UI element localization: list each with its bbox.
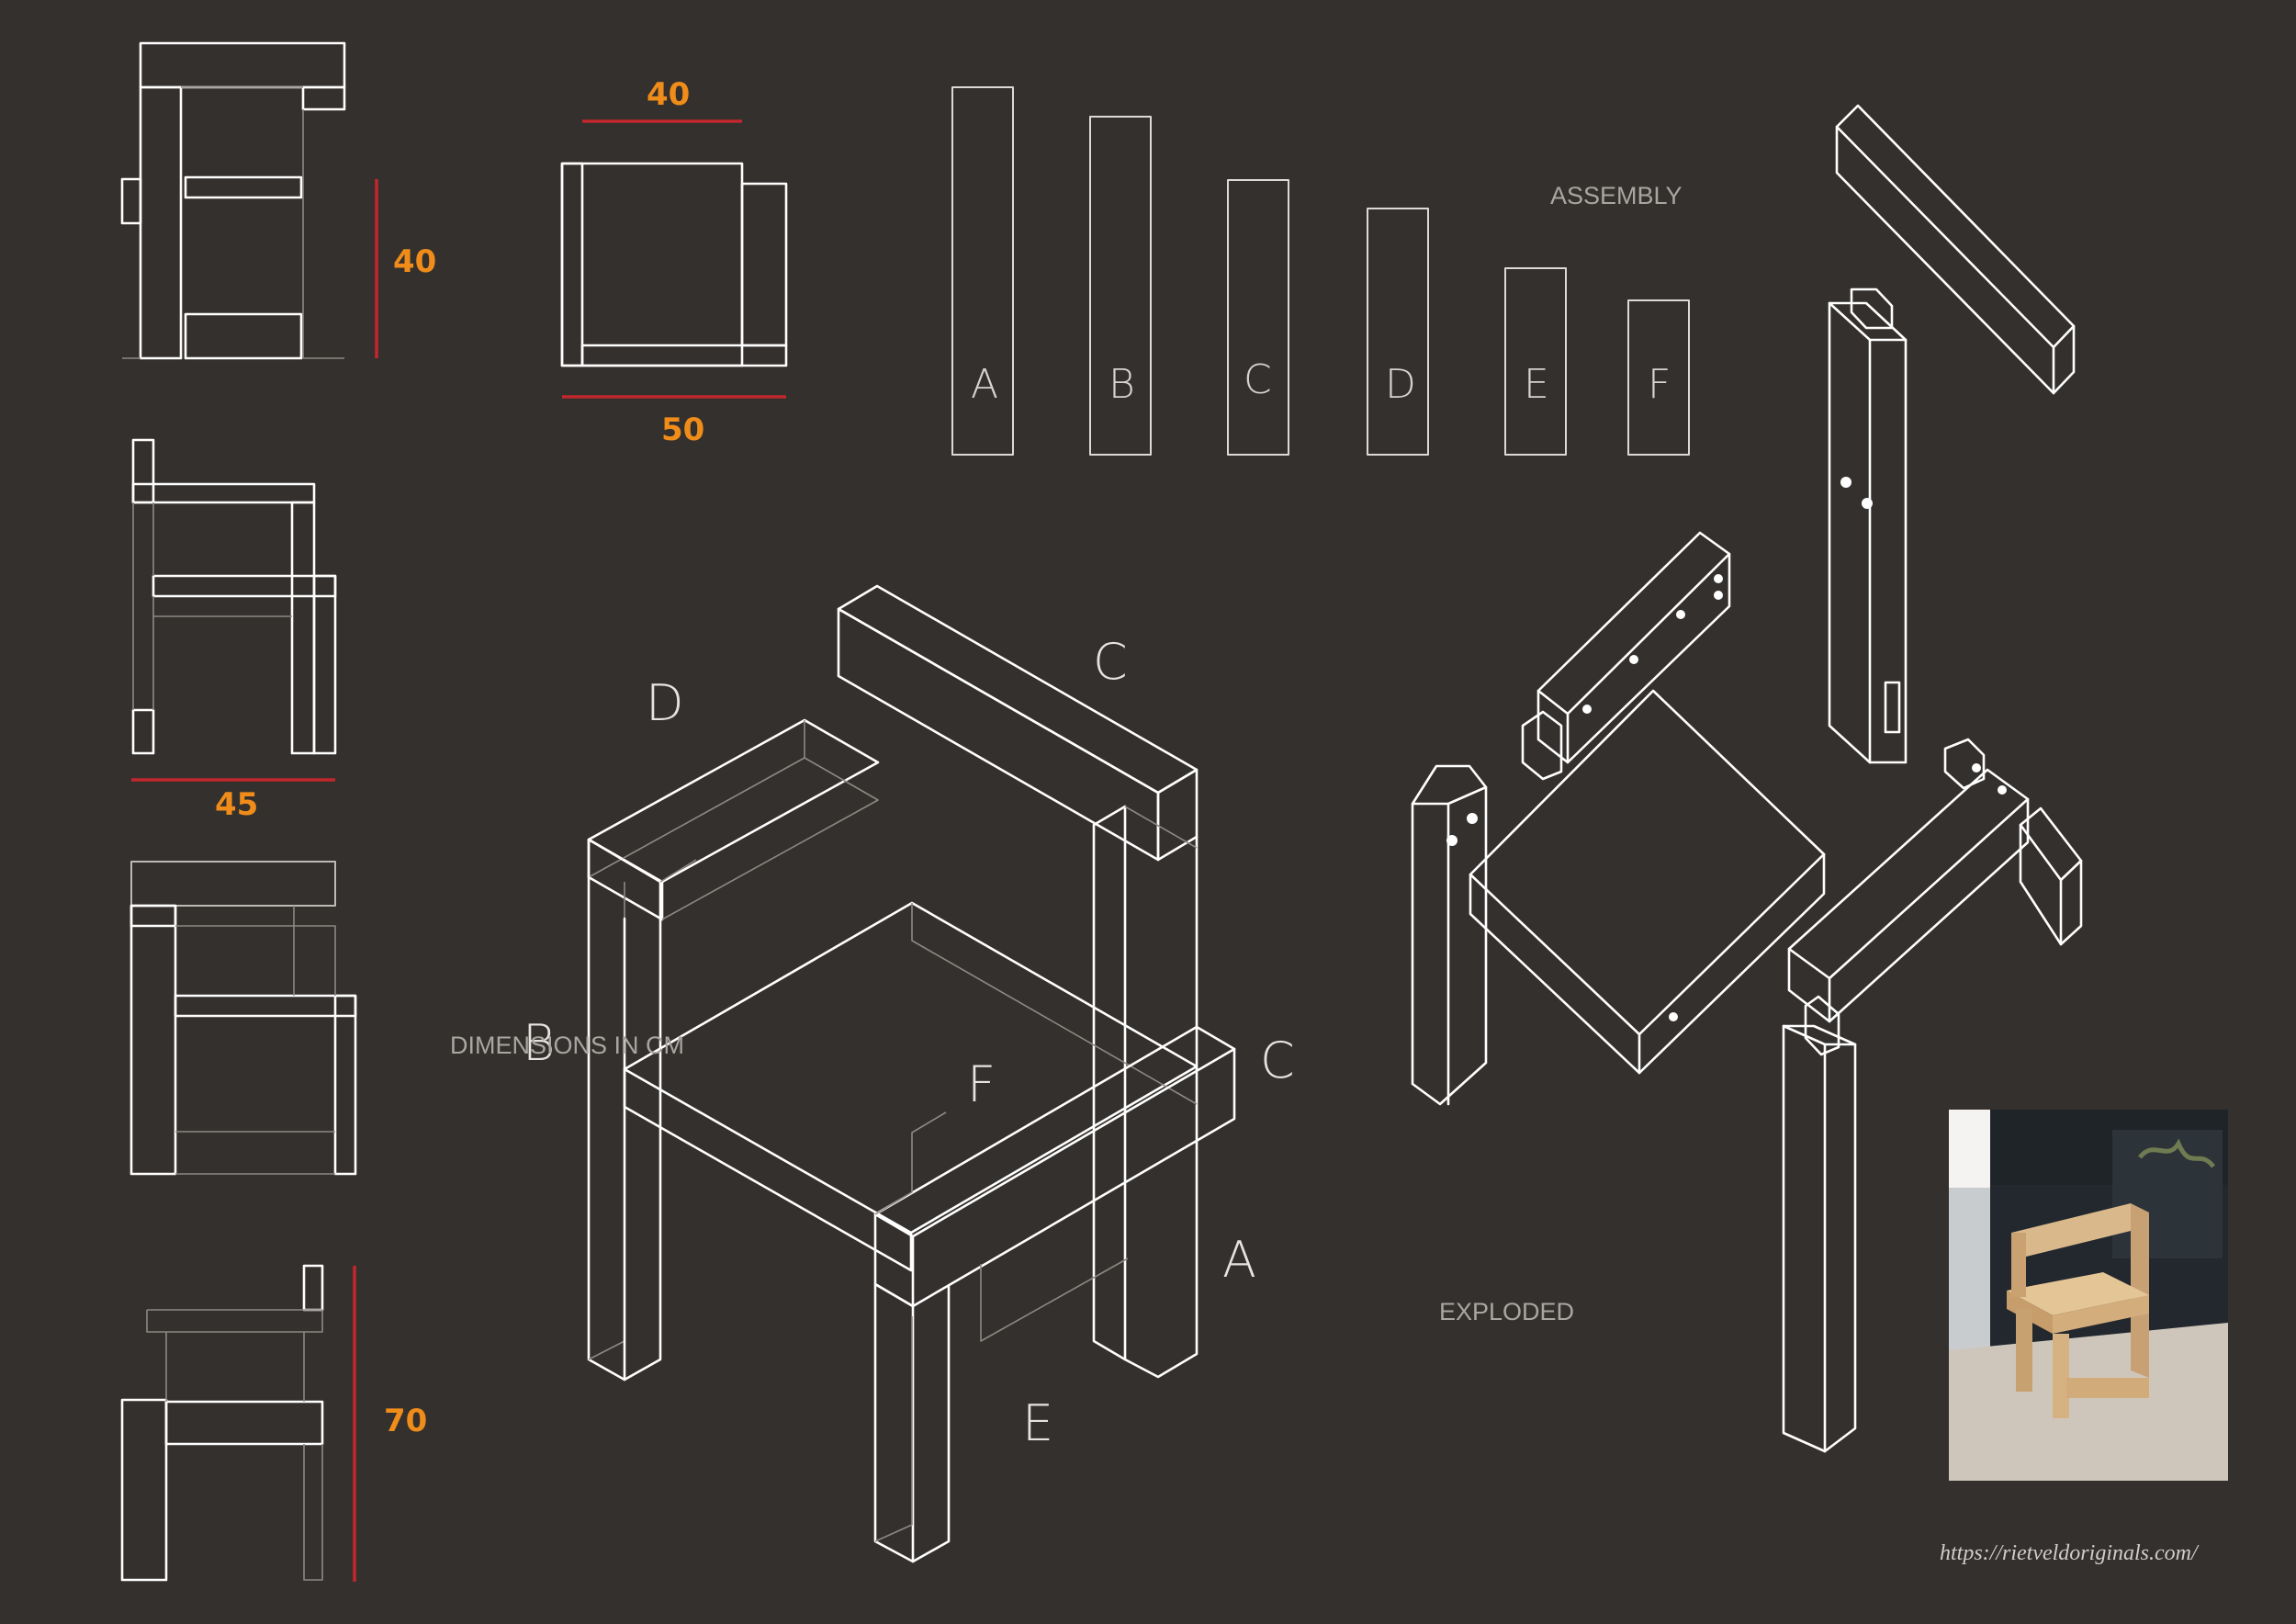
exploded-view — [1411, 104, 2083, 1453]
isometric-assembly — [587, 584, 1236, 1563]
caption-exploded: EXPLODED — [1439, 1298, 1574, 1325]
iso-label-f: F — [967, 1055, 996, 1113]
part-label-f: F — [1648, 361, 1671, 408]
back-view-elevation — [129, 861, 357, 1176]
source-url[interactable]: https://rietveldoriginals.com/ — [1940, 1541, 2200, 1565]
part-label-b: B — [1109, 361, 1135, 408]
iso-label-d: D — [646, 674, 684, 732]
part-label-a: A — [971, 361, 998, 408]
dim-label-70: 70 — [384, 1403, 427, 1439]
iso-label-c-right: C — [1260, 1032, 1295, 1089]
side-view-elevation — [131, 438, 337, 755]
part-rect-d — [1367, 208, 1429, 456]
iso-label-b: B — [523, 1014, 555, 1072]
caption-dimensions: DIMENSIONS IN CM — [450, 1032, 684, 1059]
parts-list: A B C D E F — [951, 86, 1690, 456]
iso-label-a: A — [1222, 1231, 1256, 1289]
side-view-bottom — [120, 1264, 324, 1582]
part-label-c: C — [1244, 356, 1272, 403]
top-view-plan — [560, 162, 788, 367]
iso-label-c-top: C — [1093, 633, 1128, 691]
iso-label-e: E — [1022, 1394, 1053, 1452]
part-rect-a — [951, 86, 1014, 456]
dim-label-40-height: 40 — [393, 243, 436, 280]
part-rect-b — [1089, 116, 1152, 456]
dimension-top-width: 40 — [582, 76, 742, 123]
part-rect-e — [1504, 267, 1567, 456]
dimension-side-width: 45 — [131, 778, 335, 823]
part-rect-c — [1227, 179, 1289, 456]
part-rect-f — [1627, 299, 1690, 456]
dimension-top-depth: 50 — [562, 395, 786, 448]
caption-assembly: ASSEMBLY — [1550, 182, 1683, 209]
part-label-d: D — [1385, 361, 1416, 408]
dim-label-50: 50 — [661, 412, 704, 448]
dim-label-45: 45 — [215, 786, 258, 823]
dimension-total-height: 70 — [353, 1266, 427, 1582]
part-label-e: E — [1524, 361, 1549, 408]
dim-label-40-width: 40 — [647, 76, 690, 113]
wooden-chair-photo — [1949, 1110, 2228, 1481]
dimension-front-height: 40 — [375, 179, 436, 358]
front-view-elevation — [120, 41, 346, 360]
